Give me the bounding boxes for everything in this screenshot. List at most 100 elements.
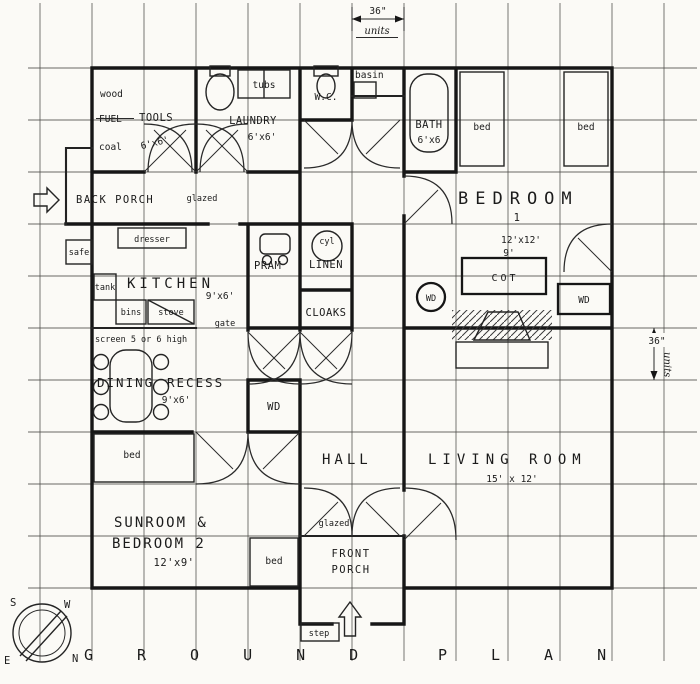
entry-arrow-step: [337, 600, 363, 637]
compass-rose: S W E N: [4, 597, 79, 667]
wc-cistern: [313, 65, 339, 77]
label-bed-3: bed: [123, 450, 140, 461]
label-coal: coal: [99, 142, 122, 153]
furniture-fixtures: [65, 65, 612, 642]
bath-tub: [409, 73, 449, 153]
hearth-hatched-band: [452, 310, 552, 340]
dimension-arrow-right: [395, 15, 404, 23]
pram-wheel: [261, 254, 273, 266]
wardrobe-circle: [415, 281, 447, 313]
fireplace-hearth: [452, 310, 552, 369]
label-bed-4: bed: [265, 556, 282, 567]
step-box: [300, 622, 340, 642]
dining-table: [109, 349, 153, 423]
label-tools: TOOLS: [139, 112, 173, 124]
bed-top-left: [459, 71, 505, 167]
label-tubs: tubs: [253, 80, 276, 91]
label-glazed-front: glazed: [319, 519, 350, 529]
label-pram: PRAM: [254, 260, 281, 272]
label-front-porch: PORCH: [331, 564, 370, 576]
label-tank: tank: [95, 283, 115, 293]
label-gate: gate: [215, 319, 235, 329]
basin-fixture: [353, 81, 377, 99]
label-bedroom1: BEDROOM: [458, 189, 579, 209]
entry-arrow-west: [33, 186, 60, 214]
dimension-right-unit: units: [661, 352, 672, 377]
compass-outer-circle: [12, 603, 72, 663]
label-linen: LINEN: [309, 259, 343, 271]
label-bed-1: bed: [473, 122, 490, 133]
tank-fixture: [93, 273, 117, 301]
hot-water-cylinder: [311, 230, 343, 262]
wardrobe-right-box: [556, 282, 612, 316]
label-kitchen: KITCHEN: [127, 276, 214, 292]
label-living-room: LIVING ROOM: [428, 452, 587, 468]
label-bath-size: 6'x6: [418, 135, 441, 146]
label-living-size: 15' x 12': [486, 474, 537, 485]
bed-porch-side: [249, 537, 299, 587]
label-basin: basin: [355, 70, 384, 81]
label-cyl: cyl: [319, 237, 334, 247]
dimension-top: 36" units: [351, 6, 405, 38]
pram-body: [259, 233, 291, 255]
label-screen-note: screen 5 or 6 high: [95, 335, 187, 345]
label-glazed-back: glazed: [187, 194, 218, 204]
label-wc: W.C.: [315, 92, 338, 103]
dimension-arrow-left: [352, 15, 361, 23]
compass-n: N: [72, 653, 79, 665]
dining-chair: [152, 353, 170, 371]
dimension-label-backing: [641, 333, 671, 347]
label-bedroom1-no: 1: [514, 212, 521, 224]
hearth-rug: [455, 341, 549, 369]
safe-fixture: [65, 239, 93, 265]
label-wd-right: WD: [578, 295, 590, 306]
dimension-right-value: 36": [648, 336, 665, 347]
plan-title: GROUND PLAN: [84, 646, 650, 664]
compass-inner-circle: [18, 609, 66, 657]
laundry-trough-back: [209, 65, 231, 77]
dining-chair: [92, 403, 110, 421]
grid-lines: [28, 3, 697, 661]
label-sunroom-2: BEDROOM 2: [112, 536, 206, 552]
label-dining: DINING: [97, 375, 154, 390]
label-laundry: LAUNDRY: [229, 115, 277, 127]
label-wd-circle: WD: [426, 294, 436, 304]
dimension-right: 36" units: [641, 328, 672, 380]
label-bins: bins: [121, 308, 141, 318]
label-bed-2: bed: [577, 122, 594, 133]
title-plan: PLAN: [438, 646, 650, 664]
stove-fixture: [147, 299, 195, 325]
label-dining-size: 9'x6': [162, 395, 191, 406]
room-labels: wood FUEL coal TOOLS 6'x6' tubs LAUNDRY …: [69, 70, 595, 639]
label-bedroom1-size2: 9': [503, 248, 514, 259]
wc-bowl: [316, 73, 336, 99]
label-laundry-size: 6'x6': [248, 132, 277, 143]
label-safe: safe: [69, 248, 89, 258]
label-bath: BATH: [415, 119, 442, 131]
label-bedroom1-size: 12'x12': [501, 235, 541, 246]
label-kitchen-size: 9'x6': [206, 291, 235, 302]
label-fuel: FUEL: [99, 114, 122, 125]
label-step: step: [309, 629, 329, 639]
laundry-trough: [205, 73, 235, 111]
label-dresser: dresser: [134, 235, 170, 245]
dimension-arrow-down: [650, 371, 658, 380]
dining-chair: [152, 378, 170, 396]
label-cloaks: CLOAKS: [306, 307, 347, 319]
dining-chair: [92, 353, 110, 371]
dimension-top-unit: units: [364, 26, 389, 37]
label-front: FRONT: [331, 548, 370, 560]
label-hall: HALL: [322, 452, 372, 468]
label-back-porch: BACK PORCH: [76, 194, 154, 206]
cot-fixture: [460, 256, 548, 296]
compass-s: S: [10, 597, 17, 609]
pram-wheel: [277, 254, 289, 266]
title-ground: GROUND: [84, 646, 402, 664]
bed-top-right: [563, 71, 609, 167]
label-sunroom-size: 12'x9': [154, 557, 195, 569]
label-sunroom-1: SUNROOM &: [114, 515, 208, 531]
label-recess: RECESS: [167, 375, 224, 390]
label-stove: stove: [158, 308, 184, 318]
